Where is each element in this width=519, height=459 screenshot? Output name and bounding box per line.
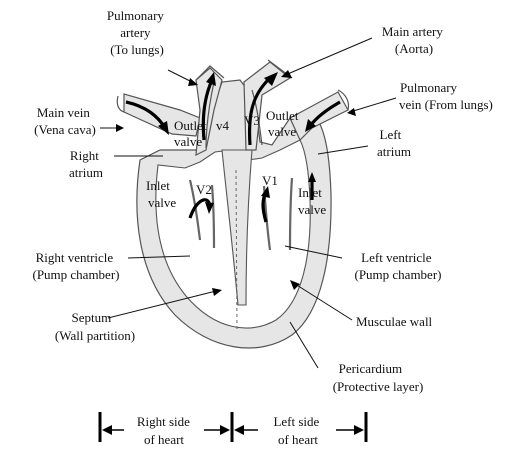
right-ventricle-line-1: Right ventricle: [36, 250, 114, 265]
flow-arrowhead-aorta: [264, 72, 278, 86]
right-side-line-2: of heart: [144, 432, 184, 447]
outlet-valve-right-label: Outlet valve: [174, 118, 210, 149]
right-inlet-valve-leaflet-2: [210, 184, 216, 249]
outlet-valve-left-label: Outlet valve: [266, 108, 302, 139]
right-side-arrowhead-left: [102, 425, 112, 435]
leader-pulmonary-vein-arrowhead: [347, 108, 356, 116]
left-outflow-channel: [251, 89, 263, 146]
inlet-valve-left-line-1: Inlet: [298, 185, 322, 200]
flow-arrowhead-right-ventricle: [205, 202, 214, 214]
left-atrium-line-2: atrium: [377, 144, 411, 159]
leader-muscular-wall: [291, 281, 353, 321]
valve-v4-label: v4: [216, 118, 230, 133]
inlet-valve-left-line-2: valve: [298, 202, 326, 217]
pericardium-line-2: (Protective layer): [333, 379, 424, 394]
left-ventricle-line-2: (Pump chamber): [354, 267, 441, 282]
main-vein-line-1: Main vein: [37, 105, 91, 120]
right-side-label: Right side of heart: [137, 414, 193, 447]
leader-left-atrium: [317, 145, 369, 155]
leader-pulmonary-vein: [349, 97, 397, 113]
leader-main-vein-arrowhead: [116, 124, 124, 132]
left-side-line-2: of heart: [278, 432, 318, 447]
left-side-arrowhead-left: [234, 425, 244, 435]
outlet-valve-left-line-2: valve: [268, 124, 296, 139]
leader-pulmonary-artery-arrowhead: [188, 78, 198, 86]
inlet-valve-right-line-2: valve: [148, 195, 176, 210]
leader-main-artery-arrowhead: [281, 70, 292, 78]
flow-arrowhead-pulmonary-artery: [206, 72, 216, 86]
pulmonary-vein-line-1: Pulmonary: [400, 80, 458, 95]
right-atrium-line-2: atrium: [69, 165, 103, 180]
side-indicator: Right side of heart Left side of heart: [98, 412, 368, 447]
septum-line-2: (Wall partition): [55, 328, 135, 343]
right-ventricle-line-2: (Pump chamber): [32, 267, 119, 282]
flow-arrow-aorta: [247, 76, 272, 146]
inlet-valve-right-line-1: Inlet: [146, 178, 170, 193]
outlet-valve-right-line-1: Outlet: [174, 118, 207, 133]
right-atrium-label: Right atrium: [69, 148, 103, 180]
pulmonary-artery-line-1: Pulmonary: [107, 8, 165, 23]
outlet-valve-right-line-2: valve: [174, 134, 202, 149]
main-vein-label: Main vein (Vena cava): [34, 105, 96, 137]
pulmonary-vein-line-2: vein (From lungs): [399, 97, 493, 112]
muscular-wall-label: Musculae wall: [356, 314, 433, 329]
leader-lines: [100, 37, 397, 369]
pericardium-line-1: Pericardium: [339, 361, 403, 376]
right-ventricle-label: Right ventricle (Pump chamber): [32, 250, 119, 282]
pulmonary-vein-label: Pulmonary vein (From lungs): [399, 80, 493, 112]
leader-main-artery: [282, 37, 373, 77]
flow-arrow-pulmonary-artery: [201, 79, 214, 141]
valve-v1-label: V1: [262, 173, 278, 188]
flow-arrowhead-left-inlet: [308, 172, 316, 182]
flow-arrows: [125, 72, 341, 223]
flow-arrowhead-pulmonary-vein: [305, 119, 316, 132]
pulmonary-artery-cap: [195, 65, 225, 81]
right-side-arrowhead-right: [220, 425, 230, 435]
pulmonary-artery-line-2: artery: [120, 25, 151, 40]
right-inlet-valve-leaflet: [188, 179, 202, 241]
septum-wall: [221, 149, 253, 306]
septum-dashed-line: [235, 169, 238, 331]
valve-v2-label: V2: [196, 182, 212, 197]
left-atrium-line-1: Left: [380, 127, 402, 142]
main-artery-line-1: Main artery: [382, 24, 444, 39]
pericardium-label: Pericardium (Protective layer): [333, 361, 424, 394]
left-side-line-1: Left side: [273, 414, 319, 429]
flow-arrowhead-vena-cava: [158, 121, 169, 135]
inlet-valve-right-label: Inlet valve: [146, 178, 176, 210]
main-artery-line-2: (Aorta): [395, 41, 433, 56]
leader-septum-arrowhead: [212, 288, 222, 296]
right-side-line-1: Right side: [137, 414, 190, 429]
septum-label: Septum (Wall partition): [55, 310, 135, 343]
vena-cava-cap: [116, 95, 125, 113]
pulmonary-artery-label: Pulmonary artery (To lungs): [107, 8, 167, 57]
left-side-arrowhead-right: [354, 425, 364, 435]
left-atrium-label: Left atrium: [377, 127, 411, 159]
left-ventricle-label: Left ventricle (Pump chamber): [354, 250, 441, 282]
flow-arrowhead-left-ventricle: [261, 186, 270, 198]
right-atrium-line-1: Right: [70, 148, 99, 163]
inlet-valve-left-label: Inlet valve: [298, 185, 326, 217]
outlet-valve-left-line-1: Outlet: [266, 108, 299, 123]
septum-line-1: Septum: [72, 310, 112, 325]
leader-right-ventricle: [127, 255, 191, 259]
leader-septum: [107, 289, 221, 319]
left-inlet-valve-leaflet: [288, 177, 294, 251]
main-vein-line-2: (Vena cava): [34, 122, 96, 137]
pulmonary-vein-cap: [337, 89, 350, 111]
right-outflow-channel: [205, 81, 215, 149]
leader-left-ventricle: [284, 245, 343, 259]
main-artery-label: Main artery (Aorta): [382, 24, 446, 56]
left-ventricle-line-1: Left ventricle: [361, 250, 432, 265]
pulmonary-artery-line-3: (To lungs): [110, 42, 164, 57]
left-side-label: Left side of heart: [273, 414, 322, 447]
leader-muscular-wall-arrowhead: [290, 280, 300, 290]
leader-pericardium: [289, 321, 319, 369]
valve-v3-label: V3: [244, 113, 260, 128]
